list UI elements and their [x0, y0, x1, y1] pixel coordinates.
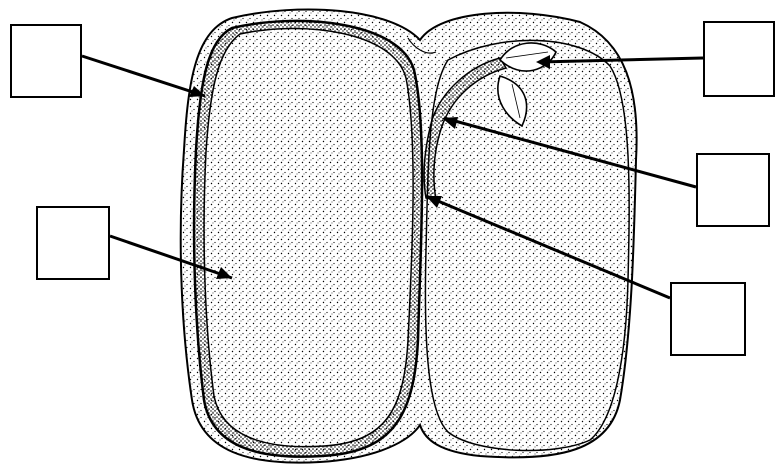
label-box-seed-coat[interactable] — [10, 24, 82, 98]
label-box-radicle[interactable] — [670, 282, 746, 356]
left-cotyledon-texture — [204, 28, 413, 446]
leader-line-seed-coat — [82, 56, 205, 96]
label-box-cotyledon[interactable] — [36, 206, 110, 280]
label-box-hypocotyl[interactable] — [696, 153, 770, 227]
label-box-plumule[interactable] — [703, 21, 775, 97]
